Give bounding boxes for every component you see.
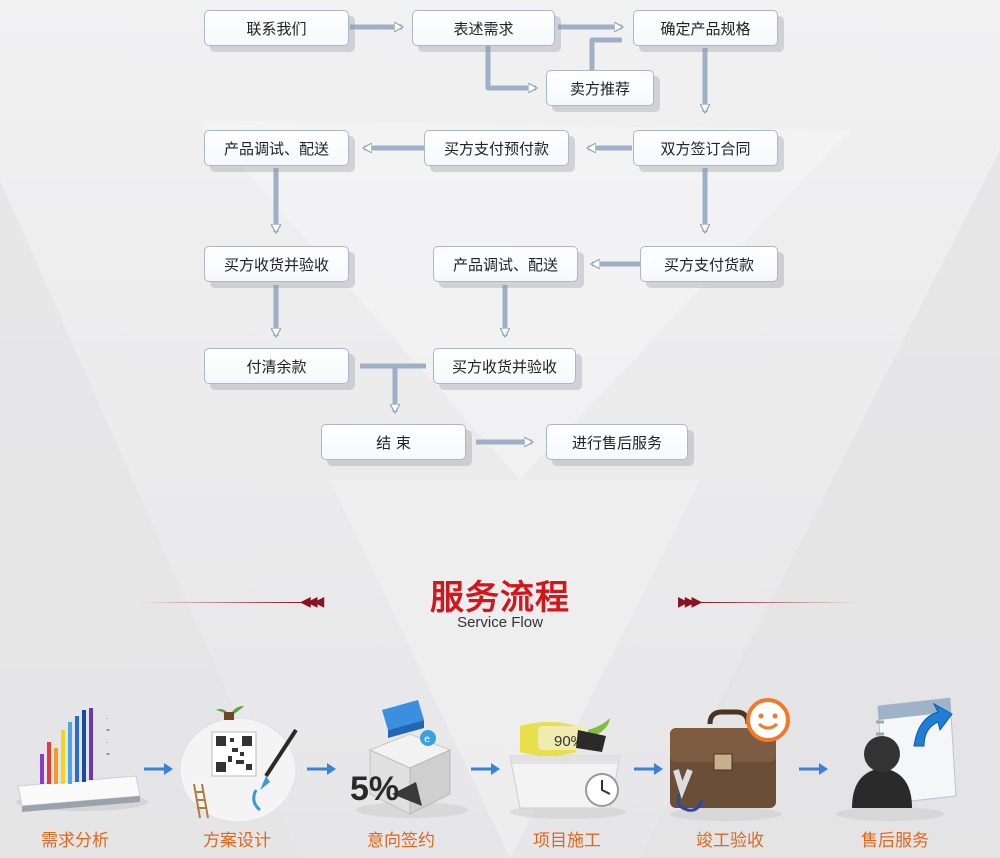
node-confirm-spec: 确定产品规格 (633, 10, 778, 46)
svg-text:=: = (106, 752, 110, 758)
node-pay-balance: 付清余款 (204, 348, 349, 384)
user-document-icon (836, 697, 957, 821)
chevron-left-icon: ◀◀◀ (300, 594, 324, 610)
svg-text:=: = (106, 728, 110, 734)
node-buyer-pay-goods: 买方支付货款 (640, 246, 778, 282)
step-label-needs-analysis: 需求分析 (41, 831, 109, 851)
node-describe-needs: 表述需求 (412, 10, 555, 46)
section-title: 服务流程 (430, 578, 570, 618)
step-label-construction: 项目施工 (533, 831, 601, 851)
step-arrow-1 (144, 763, 173, 775)
bar-chart-book-icon: - = - = (16, 708, 148, 812)
percent-cube-icon: e 5% (350, 700, 468, 818)
step-label-after-sales: 售后服务 (861, 831, 929, 851)
section-subtitle: Service Flow (457, 614, 543, 631)
svg-text:-: - (106, 716, 108, 722)
node-buyer-receive-1: 买方收货并验收 (204, 246, 349, 282)
node-buyer-receive-2: 买方收货并验收 (433, 348, 576, 384)
heading-line-right (698, 602, 858, 603)
node-sign-contract: 双方签订合同 (633, 130, 778, 166)
node-debug-delivery-1: 产品调试、配送 (204, 130, 349, 166)
node-debug-delivery-2: 产品调试、配送 (433, 246, 578, 282)
svg-text:5%: 5% (350, 770, 399, 808)
flow-arrows (0, 0, 1000, 500)
node-after-sales: 进行售后服务 (546, 424, 688, 460)
qr-code-paint-icon (179, 706, 298, 823)
chevron-right-icon: ▶▶▶ (678, 594, 702, 610)
process-flowchart: 联系我们 表述需求 确定产品规格 卖方推荐 产品调试、配送 买方支付预付款 双方… (0, 0, 1000, 500)
step-arrow-5 (799, 763, 828, 775)
heading-line-left (140, 602, 305, 603)
step-label-completion-acceptance: 竣工验收 (696, 831, 764, 851)
node-contact: 联系我们 (204, 10, 349, 46)
step-arrow-2 (307, 763, 336, 775)
step-arrow-3 (471, 763, 500, 775)
step-arrow-4 (634, 763, 663, 775)
svg-text:e: e (424, 734, 430, 745)
node-end: 结 束 (321, 424, 466, 460)
basket-clock-icon: 90% (509, 718, 626, 819)
briefcase-smiley-icon (670, 698, 790, 821)
percent-badge: 5% (350, 770, 399, 808)
node-seller-recommend: 卖方推荐 (546, 70, 654, 106)
step-label-intent-signing: 意向签约 (367, 831, 435, 851)
step-label-solution-design: 方案设计 (203, 831, 271, 851)
node-buyer-prepay: 买方支付预付款 (424, 130, 569, 166)
svg-text:-: - (106, 740, 108, 746)
